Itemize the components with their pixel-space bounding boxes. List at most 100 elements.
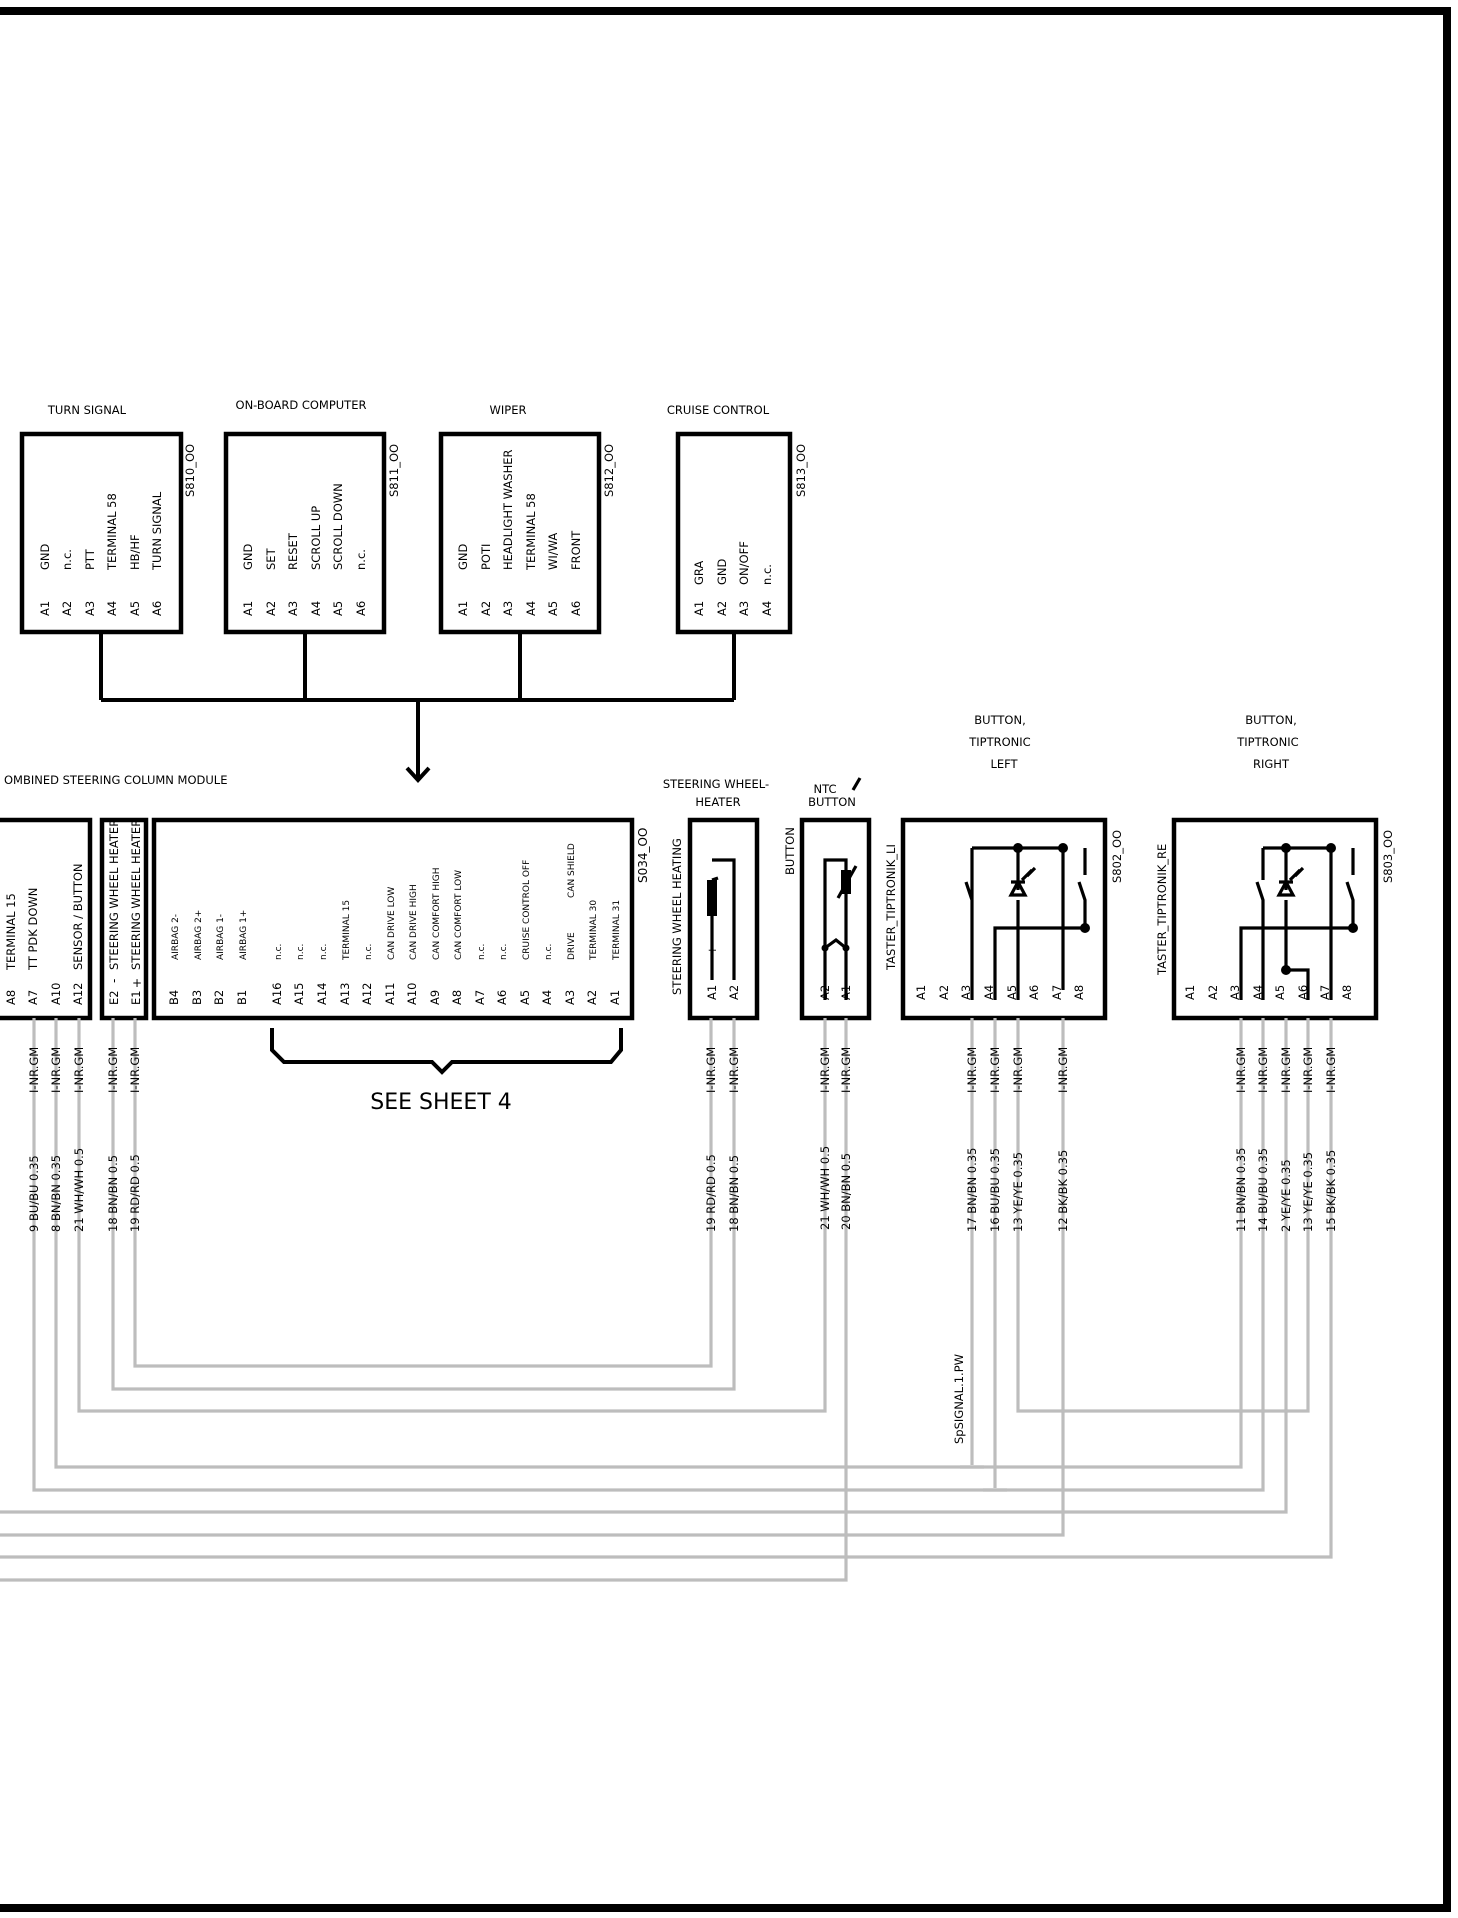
- heater-side-label: STEERING WHEEL HEATING: [670, 838, 684, 995]
- pin-label: A1: [839, 985, 853, 1000]
- wire-spec-labels: 9 BU/BU 0.35 8 BN/BN 0.35 21 WH/WH 0.5 1…: [27, 1146, 1338, 1232]
- ntc-side-label: BUTTON: [783, 827, 797, 875]
- tiptronic-left-code: S802_OO: [1110, 830, 1124, 883]
- pin-function: ON/OFF: [737, 541, 751, 585]
- tiptronic-left-title: LEFT: [990, 757, 1018, 771]
- pin-function: SET: [264, 547, 278, 570]
- combined-steering-column-module: OMBINED STEERING COLUMN MODULE S034_OO A…: [0, 773, 650, 1115]
- pin-function: AIRBAG 1-: [216, 914, 226, 960]
- pin-function: n.c.: [354, 549, 368, 570]
- pin-label: A14: [315, 982, 329, 1005]
- on-board-computer-pins: A1 A2 A3 A4 A5 A6: [241, 601, 368, 616]
- pin-function: GND: [241, 543, 255, 570]
- cruise-control-title: CRUISE CONTROL: [667, 403, 770, 417]
- turn-signal-code: S810_OO: [183, 444, 197, 497]
- pin-sign: -: [727, 951, 741, 955]
- pin-function: GND: [38, 543, 52, 570]
- cruise-control-pins: A1 A2 A3 A4: [692, 601, 774, 616]
- pin-label: A4: [982, 985, 996, 1000]
- pin-label: A6: [1027, 985, 1041, 1000]
- pin-label: A6: [1296, 985, 1310, 1000]
- turn-signal-module: TURN SIGNAL S810_OO A1 A2 A3 A4 A5 A6 GN…: [19, 403, 197, 635]
- wire-type-label: I-NR.GM: [1256, 1047, 1270, 1093]
- wire-type-label: I-NR.GM: [128, 1047, 142, 1093]
- pin-function: CRUISE CONTROL OFF: [522, 860, 532, 960]
- pin-label: A1: [914, 985, 928, 1000]
- pin-label: A8: [1340, 985, 1354, 1000]
- combined-heater-box: [99, 817, 149, 1021]
- tiptronic-left-side-label: TASTER_TIPTRONIK_LI: [884, 844, 898, 971]
- heater-resistor-icon: [707, 880, 717, 916]
- pin-label: A2: [818, 985, 832, 1000]
- wire-type-label: I-NR.GM: [818, 1047, 832, 1093]
- ntc-resistor-arrow: [836, 865, 858, 899]
- wire-type-label: I-NR.GM: [1234, 1047, 1248, 1093]
- pin-label: A1: [456, 601, 470, 616]
- pin-function: CAN COMFORT LOW: [454, 870, 464, 960]
- can-shield-label: CAN SHIELD: [567, 843, 577, 898]
- pin-label: E2: [107, 990, 121, 1005]
- wire: [111, 1018, 736, 1391]
- tiptronic-left-circuit: [964, 846, 1087, 1000]
- heater-title-line2: HEATER: [695, 795, 740, 809]
- pin-function: CAN COMFORT HIGH: [432, 867, 442, 960]
- pin-label: A8: [4, 990, 18, 1005]
- pin-label: A12: [71, 982, 85, 1005]
- ntc-contact-dot: [842, 944, 850, 952]
- pin-sign: +: [705, 945, 719, 955]
- wire: [0, 1018, 1333, 1559]
- pin-function: FRONT: [569, 530, 583, 570]
- pin-label: A7: [1318, 985, 1332, 1000]
- pin-function: n.c.: [499, 944, 509, 960]
- wire: [0, 1018, 848, 1582]
- combined-main-functions: AIRBAG 2- AIRBAG 2+ AIRBAG 1- AIRBAG 1+ …: [171, 843, 622, 961]
- tiptronic-right-box: [1171, 817, 1379, 1021]
- wire-spec-label: 13 YE/YE 0.35: [1011, 1152, 1025, 1232]
- pin-label: A3: [959, 985, 973, 1000]
- see-sheet-brace: [270, 1028, 623, 1075]
- wire: [133, 1018, 713, 1368]
- cruise-control-code: S813_OO: [794, 444, 808, 497]
- pin-function: HB/HF: [128, 534, 142, 570]
- pin-label: A3: [286, 601, 300, 616]
- turn-signal-title: TURN SIGNAL: [47, 403, 127, 417]
- junction-dot: [1281, 843, 1291, 853]
- heater-box: [687, 817, 760, 1021]
- pin-function: TERMINAL 58: [105, 493, 119, 571]
- pin-label: A4: [309, 601, 323, 616]
- pin-label: A16: [270, 982, 284, 1005]
- pin-function: STEERING WHEEL HEATER: [129, 819, 143, 970]
- wire-spec-label: 19 RD/RD 0.5: [128, 1154, 142, 1232]
- pin-function: HEADLIGHT WASHER: [501, 450, 515, 571]
- pin-label: A7: [26, 990, 40, 1005]
- pin-function: n.c.: [274, 944, 284, 960]
- see-sheet-label: SEE SHEET 4: [370, 1090, 512, 1115]
- pin-function: RESET: [286, 532, 300, 570]
- pin-function: TERMINAL 31: [612, 900, 622, 961]
- pin-function: TERMINAL 58: [524, 493, 538, 571]
- pin-label: A12: [360, 982, 374, 1005]
- wire-type-label: I-NR.GM: [1056, 1047, 1070, 1093]
- wire: [1016, 1018, 1310, 1413]
- pin-function: WI/WA: [546, 533, 560, 570]
- pin-label: A2: [585, 990, 599, 1005]
- ntc-slash-icon: [851, 777, 862, 791]
- combined-left-pins: A8 A7 A10 A12: [4, 982, 85, 1005]
- tiptronic-left-title: TIPTRONIC: [968, 735, 1030, 749]
- pin-function: TURN SIGNAL: [150, 491, 164, 571]
- wiper-pins: A1 A2 A3 A4 A5 A6: [456, 601, 583, 616]
- on-board-computer-module: ON-BOARD COMPUTER S811_OO A1 A2 A3 A4 A5…: [223, 398, 401, 635]
- tiptronic-left-diode-icon: [1008, 878, 1028, 897]
- wire: [32, 1018, 1265, 1492]
- pin-function: DRIVE: [567, 932, 577, 960]
- pin-function: CAN DRIVE LOW: [387, 887, 397, 960]
- wire-type-label: I-NR.GM: [1011, 1047, 1025, 1093]
- combined-main-pins: B4 B3 B2 B1 A16 A15 A14 A13 A12 A11 A10 …: [167, 982, 622, 1005]
- pin-label: A10: [405, 982, 419, 1005]
- frame-right-border: [1443, 7, 1451, 1912]
- pin-label: B2: [212, 990, 226, 1005]
- signal-label: SpSIGNAL.1.PW: [952, 1354, 966, 1444]
- pin-label: A3: [737, 601, 751, 616]
- wire-harness: SpSIGNAL.1.PW: [0, 1018, 1333, 1582]
